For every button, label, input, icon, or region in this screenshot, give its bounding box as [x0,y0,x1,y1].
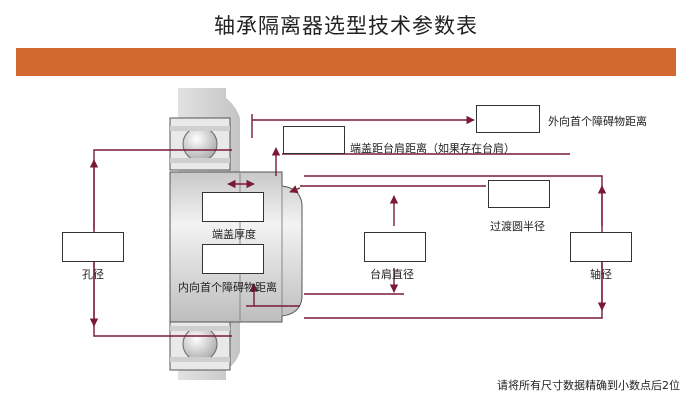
shoulder-diameter-input[interactable] [364,232,426,262]
radius-arrow [289,185,301,194]
bore-diameter-label: 孔径 [82,268,104,281]
cap-shoulder-input[interactable] [283,126,345,154]
transition-radius-input[interactable] [488,180,550,208]
page-title: 轴承隔离器选型技术参数表 [214,14,478,38]
shaft-dimension-bracket [304,175,603,319]
housing-upper [169,88,240,172]
dimension-lines [89,114,607,337]
shaft-diameter-input[interactable] [570,232,632,262]
header-band [16,48,676,76]
inner-obstacle-label: 内向首个障碍物距离 [178,281,277,294]
cap-thickness-input[interactable] [202,192,264,222]
bore-diameter-input[interactable] [62,232,124,262]
outer-obstacle-label: 外向首个障碍物距离 [548,115,647,128]
housing-lower [169,314,240,380]
inner-obstacle-input[interactable] [202,244,264,274]
transition-radius-label: 过渡圆半径 [490,220,545,233]
outer-obstacle-input[interactable] [476,105,540,133]
cap-thickness-label: 端盖厚度 [212,228,256,241]
shoulder-diameter-label: 台肩直径 [370,268,414,281]
precision-note: 请将所有尺寸数据精确到小数点后2位 [497,379,680,392]
shaft-diameter-label: 轴径 [590,268,612,281]
cap-shoulder-label: 端盖距台肩距离（如果存在台肩） [350,142,515,155]
